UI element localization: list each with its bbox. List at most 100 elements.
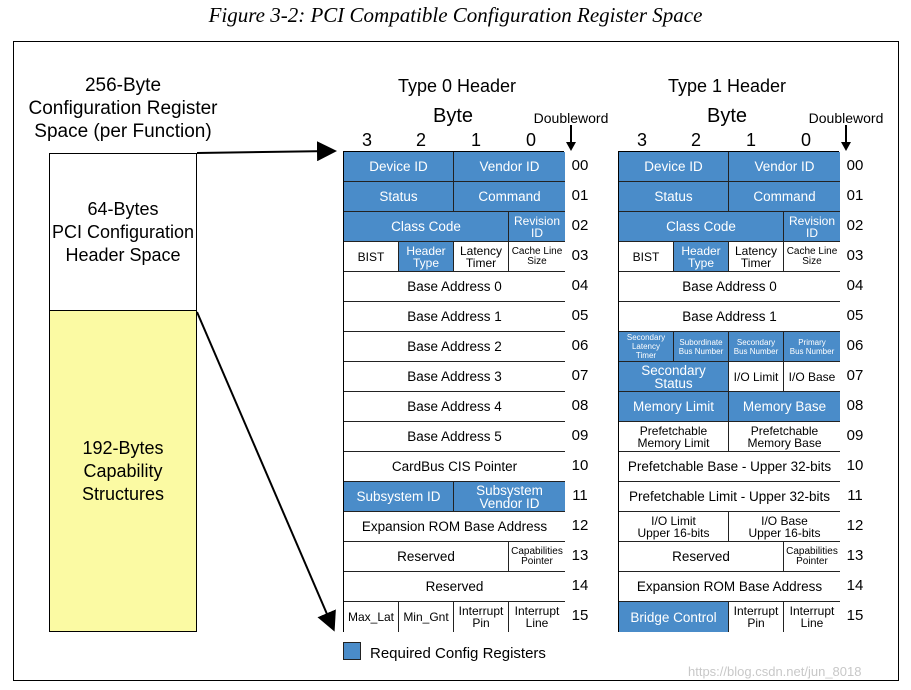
doubleword-number: 12 — [846, 517, 864, 534]
register-field: Max_Lat — [344, 602, 399, 632]
type1-byte-3: 3 — [636, 130, 647, 150]
doubleword-number: 05 — [571, 307, 589, 324]
type0-title: Type 0 Header — [397, 76, 517, 96]
register-field: Status — [344, 182, 454, 212]
register-row: Base Address 3 — [344, 362, 565, 392]
register-field: I/O Limit — [729, 362, 784, 392]
register-field: Cache Line Size — [509, 242, 565, 272]
register-field: Memory Limit — [619, 392, 729, 422]
register-field: Header Type — [399, 242, 454, 272]
register-field: Prefetchable Base - Upper 32-bits — [619, 452, 840, 482]
doubleword-number: 09 — [846, 427, 864, 444]
register-field: Secondary Latency Timer — [619, 332, 674, 362]
doubleword-number: 02 — [846, 217, 864, 234]
register-field: Capabilities Pointer — [509, 542, 565, 572]
type1-byte-0: 0 — [800, 130, 811, 150]
type0-byte-0: 0 — [525, 130, 536, 150]
register-field: Prefetchable Limit - Upper 32-bits — [619, 482, 840, 512]
register-row: Base Address 5 — [344, 422, 565, 452]
register-row: Base Address 0 — [344, 272, 565, 302]
doubleword-number: 10 — [846, 457, 864, 474]
register-field: Revision ID — [784, 212, 840, 242]
doubleword-number: 15 — [846, 607, 864, 624]
register-row: Reserved — [344, 572, 565, 602]
doubleword-number: 03 — [571, 247, 589, 264]
register-field: Subordinate Bus Number — [674, 332, 729, 362]
register-row: Prefetchable Limit - Upper 32-bits — [619, 482, 840, 512]
doubleword-number: 08 — [846, 397, 864, 414]
type0-byte-label: Byte — [432, 105, 474, 127]
register-field: Base Address 0 — [619, 272, 840, 302]
register-field: Primary Bus Number — [784, 332, 840, 362]
type0-doubleword-label: Doubleword — [533, 110, 609, 126]
header-space-label: 64-Bytes PCI Configuration Header Space — [51, 199, 195, 265]
register-field: Reserved — [344, 572, 565, 602]
doubleword-number: 13 — [571, 547, 589, 564]
register-field: CardBus CIS Pointer — [344, 452, 565, 482]
register-field: Header Type — [674, 242, 729, 272]
doubleword-number: 05 — [846, 307, 864, 324]
doubleword-number: 00 — [571, 157, 589, 174]
register-field: Secondary Bus Number — [729, 332, 784, 362]
register-field: Command — [729, 182, 840, 212]
register-field: Command — [454, 182, 565, 212]
header-space-box: 64-Bytes PCI Configuration Header Space — [49, 153, 197, 312]
doubleword-number: 08 — [571, 397, 589, 414]
legend-label: Required Config Registers — [370, 645, 546, 662]
register-field: Base Address 2 — [344, 332, 565, 362]
register-field: Base Address 5 — [344, 422, 565, 452]
register-field: Vendor ID — [454, 152, 565, 182]
register-row: Base Address 1 — [619, 302, 840, 332]
register-field: I/O Limit Upper 16-bits — [619, 512, 729, 542]
doubleword-number: 07 — [846, 367, 864, 384]
register-field: Prefetchable Memory Limit — [619, 422, 729, 452]
register-field: BIST — [619, 242, 674, 272]
register-field: Latency Timer — [729, 242, 784, 272]
register-field: Base Address 3 — [344, 362, 565, 392]
register-field: Bridge Control — [619, 602, 729, 632]
register-row: Base Address 4 — [344, 392, 565, 422]
register-field: Memory Base — [729, 392, 840, 422]
config-space-title: 256-Byte Configuration Register Space (p… — [28, 75, 218, 142]
type1-byte-1: 1 — [745, 130, 756, 150]
register-field: I/O Base Upper 16-bits — [729, 512, 840, 542]
register-field: Subsystem Vendor ID — [454, 482, 565, 512]
register-field: Interrupt Pin — [454, 602, 509, 632]
doubleword-number: 10 — [571, 457, 589, 474]
register-field: Reserved — [344, 542, 509, 572]
register-field: Reserved — [619, 542, 784, 572]
register-field: Base Address 4 — [344, 392, 565, 422]
register-field: Class Code — [619, 212, 784, 242]
watermark: https://blog.csdn.net/jun_8018 — [688, 664, 862, 679]
register-row: Base Address 0 — [619, 272, 840, 302]
register-field: Status — [619, 182, 729, 212]
type1-byte-label: Byte — [706, 105, 748, 127]
register-field: Secondary Status — [619, 362, 729, 392]
type1-down-arrow-icon — [841, 125, 851, 151]
register-field: Subsystem ID — [344, 482, 454, 512]
arrow-to-header-top — [196, 141, 337, 162]
type0-byte-3: 3 — [361, 130, 372, 150]
register-field: Base Address 1 — [344, 302, 565, 332]
type1-byte-2: 2 — [690, 130, 701, 150]
register-field: Class Code — [344, 212, 509, 242]
type0-down-arrow-icon — [566, 125, 576, 151]
doubleword-number: 12 — [571, 517, 589, 534]
register-field: BIST — [344, 242, 399, 272]
capability-structures-box: 192-Bytes Capability Structures — [49, 310, 197, 632]
